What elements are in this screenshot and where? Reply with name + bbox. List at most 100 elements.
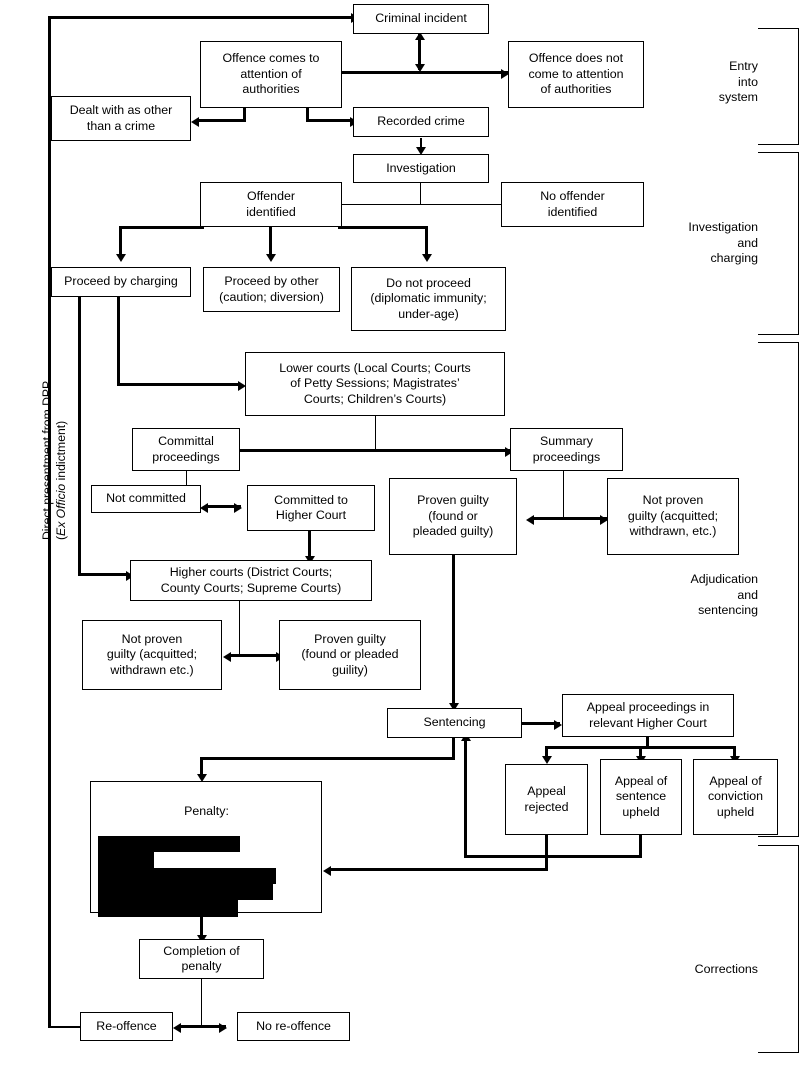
arrowhead-right-lower-courts [238, 380, 246, 391]
penalty-line-4: probation; supervision; service); [98, 884, 273, 901]
connector-notcommitted-committed-bar [207, 505, 241, 508]
node-committed-to-higher-court[interactable]: Committed to Higher Court [247, 485, 375, 531]
connector-attention-down-left [243, 108, 246, 122]
node-summary-proceedings[interactable]: Summary proceedings [510, 428, 623, 471]
connector-attention-to-dealt [198, 119, 246, 122]
connector-appealrejected-down [545, 835, 548, 871]
connector-charging-to-higher-v [78, 297, 81, 576]
arrowhead-right-not-proven-lower [600, 514, 608, 525]
connector-lower-courts-down [375, 416, 376, 450]
connector-attention-down-right [306, 108, 309, 122]
connector-offender-to-other-v [269, 226, 272, 256]
arrowhead-down-do-not-proceed [421, 254, 432, 262]
arrowhead-up-incident [414, 32, 425, 40]
node-proven-guilty-lower[interactable]: Proven guilty (found or pleaded guilty) [389, 478, 517, 555]
penalty-line-2: institution; [98, 851, 154, 869]
connector-provenguilty-to-sentencing [452, 555, 455, 706]
arrowhead-right-summary [505, 446, 513, 457]
node-penalty[interactable]: Penalty: Custodial (prison; juvenile ins… [90, 781, 322, 917]
node-no-re-offence[interactable]: No re-offence [237, 1012, 350, 1041]
node-proceed-by-other[interactable]: Proceed by other (caution; diversion) [203, 267, 340, 312]
connector-higher-verdict-bar [230, 654, 283, 657]
connector-completion-down [201, 978, 202, 1026]
connector-committal-summary-bar [238, 449, 512, 452]
connector-sentenceupheld-left [464, 855, 642, 858]
connector-charging-to-higher-h [78, 573, 128, 576]
penalty-line-5: Other (fine; licence order) [98, 900, 239, 917]
node-dealt-with-as-other-than-a-crime[interactable]: Dealt with as other than a crime [51, 96, 191, 141]
penalty-line-1: Custodial (prison; juvenile [98, 835, 240, 852]
node-investigation[interactable]: Investigation [353, 154, 489, 183]
node-appeal-rejected[interactable]: Appeal rejected [505, 764, 588, 835]
node-appeal-proceedings[interactable]: Appeal proceedings in relevant Higher Co… [562, 694, 734, 737]
connector-reoffence-rail-vertical [48, 16, 51, 1028]
stage-label-adjudication: Adjudication and sentencing [690, 572, 758, 617]
node-proceed-by-charging[interactable]: Proceed by charging [51, 267, 191, 297]
side-label-line2: (Ex Officio indictment) [54, 420, 68, 540]
node-lower-courts[interactable]: Lower courts (Local Courts; Courts of Pe… [245, 352, 505, 416]
side-label-line1: Direct presentment from DPP [40, 380, 54, 540]
connector-charging-to-lower-v [117, 297, 120, 384]
connector-reoffence-bar [180, 1025, 226, 1028]
node-sentencing[interactable]: Sentencing [387, 708, 522, 738]
arrowhead-down-sentencing [448, 703, 459, 711]
node-appeal-of-sentence-upheld[interactable]: Appeal of sentence upheld [600, 759, 682, 835]
arrowhead-left-dealt-with [191, 117, 199, 127]
node-criminal-incident[interactable]: Criminal incident [353, 4, 489, 34]
arrowhead-left-proven-guilty-lower [526, 514, 534, 525]
bracket-investigation-and-charging [758, 152, 799, 335]
connector-appealproc-down [646, 737, 649, 749]
connector-penalty-to-completion [200, 913, 203, 939]
connector-higher-courts-down [239, 601, 240, 655]
connector-offender-to-donot-h [338, 226, 428, 229]
bracket-corrections [758, 845, 799, 1053]
bracket-entry-into-system [758, 28, 799, 145]
connector-investigation-down [420, 183, 421, 205]
connector-attention-to-recorded [306, 119, 350, 122]
node-committal-proceedings[interactable]: Committal proceedings [132, 428, 240, 471]
arrowhead-down-proceed-other [265, 254, 276, 262]
node-offence-does-not-come-to-attention[interactable]: Offence does not come to attention of au… [508, 41, 644, 108]
connector-back-to-sentencing-v [464, 738, 467, 858]
node-not-committed[interactable]: Not committed [91, 485, 201, 513]
stage-label-corrections: Corrections [694, 962, 758, 976]
arrowhead-right-committed-higher [234, 502, 242, 513]
node-offence-comes-to-attention[interactable]: Offence comes to attention of authoritie… [200, 41, 342, 108]
stage-label-entry: Entry into system [718, 59, 758, 104]
connector-committed-to-higher-v [308, 531, 311, 560]
arrowhead-left-not-proven-higher [223, 651, 231, 662]
node-appeal-of-conviction-upheld[interactable]: Appeal of conviction upheld [693, 759, 778, 835]
penalty-title: Penalty: [184, 804, 229, 819]
connector-charging-to-lower-h [117, 383, 241, 386]
connector-recorded-to-investigation [420, 138, 422, 150]
arrowhead-left-re-offence [173, 1022, 181, 1033]
penalty-line-3: Community based order (parole; [98, 868, 276, 885]
node-higher-courts[interactable]: Higher courts (District Courts; County C… [130, 560, 372, 601]
connector-offender-to-charging-h [119, 226, 204, 229]
connector-incident-vertical [418, 34, 421, 70]
node-completion-of-penalty[interactable]: Completion of penalty [139, 939, 264, 979]
node-do-not-proceed[interactable]: Do not proceed (diplomatic immunity; und… [351, 267, 506, 331]
arrowhead-right-no-re-offence [219, 1022, 227, 1033]
connector-offender-to-donot-v [425, 226, 428, 256]
side-label-line2-italic: Ex Officio [54, 483, 68, 536]
node-not-proven-guilty-higher[interactable]: Not proven guilty (acquitted; withdrawn … [82, 620, 222, 690]
node-re-offence[interactable]: Re-offence [80, 1012, 173, 1041]
connector-sentenceupheld-down [639, 835, 642, 858]
connector-offender-to-charging-v [119, 226, 122, 256]
node-offender-identified[interactable]: Offender identified [200, 182, 342, 227]
node-not-proven-guilty-lower[interactable]: Not proven guilty (acquitted; withdrawn,… [607, 478, 739, 555]
node-recorded-crime[interactable]: Recorded crime [353, 107, 489, 137]
arrowhead-down-investigation [416, 147, 426, 155]
connector-appeal-rejected-v [545, 746, 548, 758]
stage-label-investigation: Investigation and charging [688, 220, 758, 265]
bracket-adjudication-and-sentencing [758, 342, 799, 837]
arrowhead-down-proceed-charging [115, 254, 126, 262]
connector-offender-split [341, 204, 502, 205]
node-no-offender-identified[interactable]: No offender identified [501, 182, 644, 227]
arrowhead-down-penalty [196, 774, 207, 782]
connector-sentencing-down-left-v [452, 738, 455, 760]
arrowhead-down-incident [414, 64, 425, 72]
node-proven-guilty-higher[interactable]: Proven guilty (found or pleaded guility) [279, 620, 421, 690]
